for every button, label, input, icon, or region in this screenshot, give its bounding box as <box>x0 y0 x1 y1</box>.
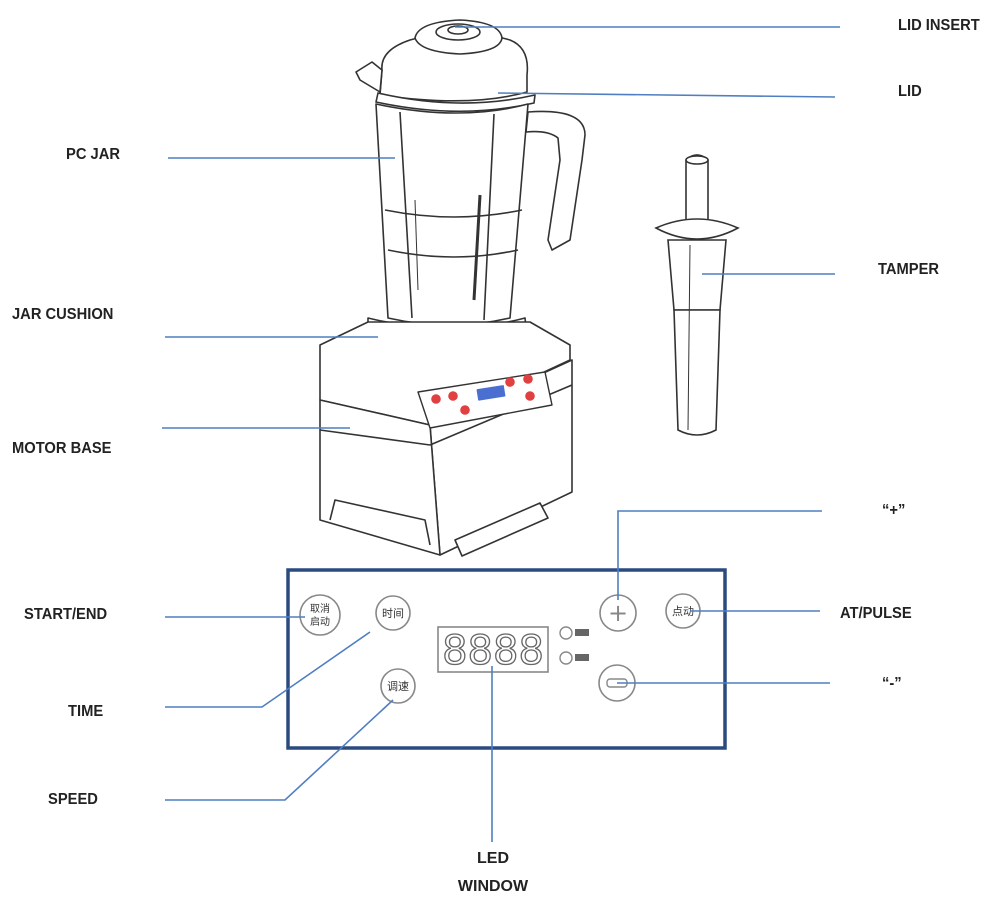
start-end-button[interactable]: 取消 启动 <box>299 594 341 636</box>
mini-control-panel <box>417 371 553 429</box>
label-pc-jar: PC JAR <box>66 146 120 163</box>
control-panel: 取消 启动 时间 调速 8888 + <box>286 568 727 750</box>
label-jar-cushion: JAR CUSHION <box>12 306 114 323</box>
label-led-window-line2: WINDOW <box>457 878 529 895</box>
svg-text:+: + <box>608 599 628 627</box>
leader-time <box>165 631 371 708</box>
speed-button[interactable]: 调速 <box>380 668 416 704</box>
tamper-illustration <box>654 154 740 436</box>
label-tamper: TAMPER <box>878 261 940 278</box>
svg-text:时间: 时间 <box>382 607 404 620</box>
svg-text:点动: 点动 <box>672 605 694 618</box>
plus-button[interactable]: + <box>599 594 637 632</box>
svg-text:8888: 8888 <box>442 628 544 674</box>
pc-jar-body <box>375 103 529 326</box>
label-motor-base: MOTOR BASE <box>12 440 112 457</box>
leader-speed <box>165 699 394 801</box>
leader-lid <box>497 92 836 98</box>
label-lid-insert: LID INSERT <box>898 17 980 34</box>
svg-text:调速: 调速 <box>387 680 409 693</box>
label-minus: “-” <box>882 675 902 692</box>
indicator-lights <box>559 626 589 665</box>
motor-base-side <box>319 399 441 556</box>
label-lid: LID <box>898 83 922 100</box>
time-button[interactable]: 时间 <box>375 595 411 631</box>
label-led-window-line1: LED <box>477 850 509 867</box>
led-window: 8888 <box>437 626 549 675</box>
label-plus: “+” <box>882 502 906 519</box>
jar-handle <box>525 110 586 251</box>
label-at-pulse: AT/PULSE <box>840 605 912 622</box>
start-end-button-line2: 启动 <box>310 615 330 628</box>
label-time: TIME <box>68 703 104 720</box>
blender-illustration <box>319 19 586 557</box>
start-end-button-line1: 取消 <box>310 602 330 615</box>
leader-lines <box>162 26 840 842</box>
label-speed: SPEED <box>48 791 98 808</box>
leader-plus <box>617 510 822 600</box>
label-start-end: START/END <box>24 606 108 623</box>
